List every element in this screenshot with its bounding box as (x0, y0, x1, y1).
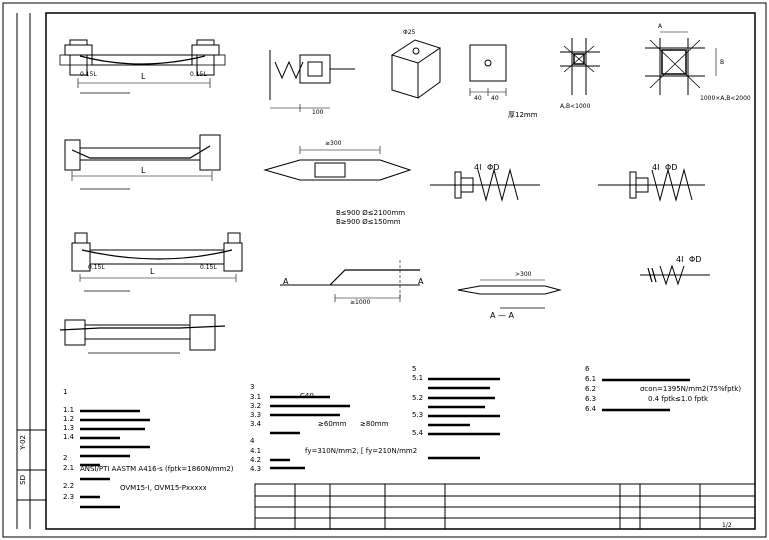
section-dim-300: >300 (515, 271, 532, 278)
duct-dim-300: ≥300 (325, 140, 342, 147)
note-n6: 6 (585, 365, 590, 373)
note-n3: 3 (250, 383, 255, 391)
note-n41: 4.1 (250, 447, 262, 455)
note-n5: 5 (412, 365, 417, 373)
note-n32: 3.2 (250, 402, 262, 410)
beam3-left-dim: 0.15L (88, 264, 105, 271)
beam3-right-dim: 0.15L (200, 264, 217, 271)
section-aa-title: A — A (490, 311, 515, 320)
note-n4: 4 (250, 437, 255, 445)
note-text-41: fy=310N/mm2, [ fy=210N/mm2 (305, 447, 418, 455)
note-text-62: σcon=1395N/mm2(75%fptk) (640, 385, 742, 393)
beam-4 (59, 314, 226, 354)
grid-label-1: A,B<1000 (560, 103, 591, 110)
anchor2-phi: ΦD (665, 163, 678, 172)
note-n54: 5.4 (412, 429, 424, 437)
note-text-31: C40 (300, 392, 314, 400)
duct-note-b2: B≥900 Ø≤150mm (336, 218, 401, 226)
flat-duct-detail (263, 146, 412, 181)
opening-reinforcement-1 (560, 38, 600, 95)
duct-profile-detail (280, 260, 420, 302)
grid-label-2: 1000×A,B<2000 (700, 95, 751, 102)
note-text-63: 0.4 fptk≤1.0 fptk (648, 395, 708, 403)
grid-dim-A: A (658, 23, 663, 30)
beam1-span-label: L (141, 72, 146, 81)
note-n14: 1.4 (63, 433, 75, 441)
section-mark-a-right: A (418, 277, 424, 286)
plate-thickness-note: 厚12mm (508, 111, 538, 119)
bearing-plate-detail (469, 44, 507, 96)
profile-dim-1000: ≥1000 (350, 299, 371, 306)
beam-2 (64, 134, 221, 190)
note-text-34a: ≥60mm (318, 420, 347, 428)
beam1-right-dim: 0.15L (190, 71, 207, 78)
title-block-code: 1/2 (722, 522, 732, 529)
anchor-spiral-detail (269, 50, 355, 112)
section-mark-a-left: A (283, 277, 289, 286)
note-text-21: ANSI/PTI AASTM A416-s (fptk=1860N/mm2) (80, 465, 234, 473)
anchor-end-detail-3 (640, 264, 710, 286)
note-n64: 6.4 (585, 405, 597, 413)
anchor-end-detail-2 (598, 168, 705, 202)
note-n22: 2.2 (63, 482, 75, 490)
side-code-2: SD (19, 475, 27, 485)
anchor-dim-100: 100 (312, 109, 324, 116)
anchor2-tag: 4I (652, 163, 660, 172)
note-n62: 6.2 (585, 385, 597, 393)
anchor1-phi: ΦD (487, 163, 500, 172)
note-n31: 3.1 (250, 393, 262, 401)
beam3-span-label: L (150, 267, 155, 276)
note-n11: 1.1 (63, 406, 75, 414)
beam-3 (71, 232, 243, 292)
note-text-22: OVM15-I, OVM15-Pxxxxx (120, 484, 207, 492)
note-n63: 6.3 (585, 395, 597, 403)
anchor-block-detail (390, 39, 442, 99)
side-code-1: Y-02 (19, 435, 27, 450)
note-n51: 5.1 (412, 374, 424, 382)
note-n34: 3.4 (250, 420, 262, 428)
note-n13: 1.3 (63, 424, 75, 432)
notes-text-strokes (80, 377, 690, 509)
note-n21: 2.1 (63, 464, 75, 472)
note-n1: 1 (63, 388, 68, 396)
anchor1-tag: 4I (474, 163, 482, 172)
plate-dim-40a: 40 (474, 95, 482, 102)
note-text-34b: ≥80mm (360, 420, 389, 428)
beam-1 (59, 39, 226, 94)
opening-reinforcement-2 (645, 31, 717, 95)
plate-dim-40b: 40 (491, 95, 499, 102)
duct-note-b1: B≤900 Ø≤2100mm (336, 209, 406, 217)
note-n33: 3.3 (250, 411, 262, 419)
anchor3-phi: ΦD (689, 255, 702, 264)
note-n2: 2 (63, 454, 68, 462)
note-n23: 2.3 (63, 493, 75, 501)
section-a-a-detail (457, 279, 562, 309)
note-n12: 1.2 (63, 415, 75, 423)
anchor-end-detail-1 (430, 168, 540, 202)
note-n52: 5.2 (412, 394, 424, 402)
note-n42: 4.2 (250, 456, 262, 464)
anchor3-tag: 4I (676, 255, 684, 264)
beam2-span-label: L (141, 166, 146, 175)
note-n53: 5.3 (412, 411, 424, 419)
grid-dim-B: B (720, 59, 725, 66)
beam1-left-dim: 0.15L (80, 71, 97, 78)
note-n61: 6.1 (585, 375, 597, 383)
hole-note: Φ25 (403, 29, 416, 36)
note-n43: 4.3 (250, 465, 262, 473)
